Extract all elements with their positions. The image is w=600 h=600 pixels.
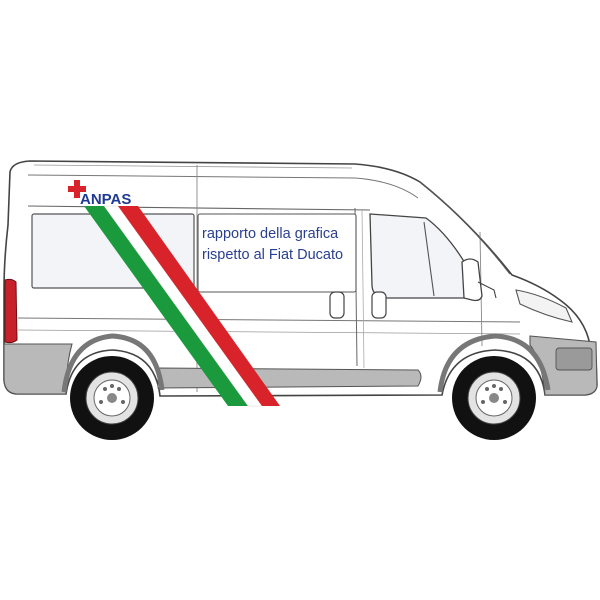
cab-window-pillar — [423, 221, 435, 297]
waist-line-lower — [17, 317, 521, 323]
anpas-cross-icon — [68, 180, 86, 198]
stripe-green — [84, 206, 248, 406]
roof-line — [27, 174, 419, 199]
anpas-logo-text: ANPAS — [80, 191, 131, 208]
caption-line-1: rapporto della grafica — [202, 226, 339, 242]
side-sill-strip — [157, 367, 422, 389]
roof-upper-line — [33, 164, 353, 169]
mirror-arm — [477, 281, 497, 299]
tricolor-stripes — [84, 205, 280, 407]
rear-arch-trim — [61, 333, 165, 393]
windshield-edge — [419, 181, 511, 275]
anpas-logo: ANPAS — [68, 180, 131, 208]
rear-wheel — [70, 356, 154, 440]
stripe-red — [118, 206, 280, 406]
sliding-door-window — [197, 213, 357, 293]
front-wheel — [452, 356, 536, 440]
sliding-door-handle — [329, 291, 345, 319]
waist-line-bottom — [17, 329, 521, 335]
taillight — [4, 278, 18, 344]
caption-line-2: rispetto al Fiat Ducato — [202, 247, 343, 263]
cab-door-handle — [371, 291, 387, 319]
front-grille — [555, 347, 593, 371]
panel-seam-3 — [361, 209, 365, 369]
rear-bumper — [3, 343, 73, 395]
front-arch-trim — [437, 333, 551, 393]
headlight — [515, 289, 573, 323]
side-mirror — [461, 258, 483, 302]
